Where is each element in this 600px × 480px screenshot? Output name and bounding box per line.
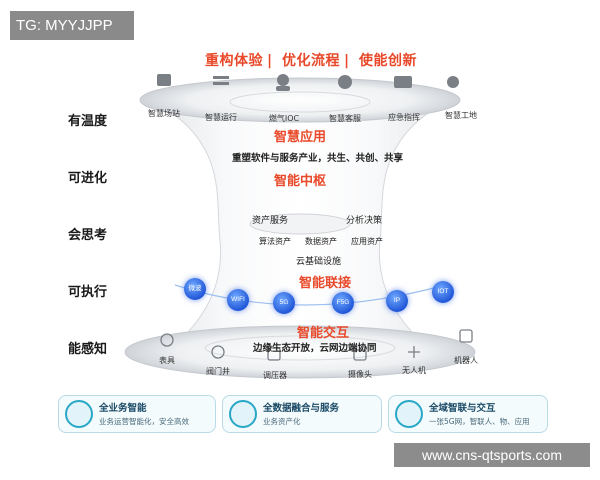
- node-wifi: WIFI: [227, 289, 249, 311]
- hub-layer-title: 智能中枢: [273, 174, 327, 189]
- card-smart-connect: 全域智联与交互 一张5G网，智联人、物、应用: [388, 395, 548, 433]
- slogan-3: 使能创新: [359, 53, 417, 69]
- card-title: 全业务智能: [99, 403, 147, 414]
- asset-service-label: 资产服务: [252, 216, 289, 226]
- command-icon-label: 应急指挥: [388, 113, 420, 122]
- node-ip: IP: [386, 290, 408, 312]
- side-label-perceive: 能感知: [68, 342, 108, 357]
- robot-icon-label: 机器人: [454, 356, 478, 365]
- station-icon-label: 智慧场站: [148, 109, 180, 118]
- side-label-execute: 可执行: [68, 285, 108, 300]
- watermark-url: www.cns-qtsports.com: [394, 443, 590, 467]
- network-icon: [395, 400, 423, 428]
- meter-icon-label: 表具: [159, 356, 175, 365]
- drone-icon-label: 无人机: [402, 366, 426, 375]
- card-title: 全域智联与交互: [429, 403, 496, 414]
- globe-icon: [65, 400, 93, 428]
- node-iot: IOT: [432, 281, 454, 303]
- node-microwave: 微波: [184, 278, 206, 300]
- card-data-fusion: 全数据融合与服务 业务资产化: [222, 395, 382, 433]
- card-subtitle: 一张5G网，智联人、物、应用: [429, 417, 530, 426]
- card-subtitle: 业务运营智能化，安全高效: [99, 417, 189, 426]
- side-label-evolve: 可进化: [68, 171, 108, 186]
- side-label-think: 会思考: [68, 228, 108, 243]
- data-asset-label: 数据资产: [305, 237, 337, 246]
- header-slogans: 重构体验| 优化流程| 使能创新: [205, 53, 417, 69]
- node-5g: 5G: [273, 292, 295, 314]
- source-tag: TG: MYYJJPP: [10, 11, 134, 40]
- infra-label: 云基础设施: [296, 257, 342, 267]
- data-icon: [229, 400, 257, 428]
- analysis-label: 分析决策: [346, 216, 383, 226]
- slogan-2: 优化流程: [282, 53, 340, 69]
- interact-layer-title: 智能交互: [296, 326, 350, 341]
- side-label-warm: 有温度: [68, 114, 108, 129]
- connect-layer-title: 智能联接: [298, 276, 352, 291]
- slogan-1: 重构体验: [205, 53, 263, 69]
- node-f5g: F5G: [332, 292, 354, 314]
- ioc-icon-label: 燃气IOC: [268, 114, 300, 123]
- card-subtitle: 业务资产化: [263, 417, 301, 426]
- app-layer-desc: 重塑软件与服务产业，共生、共创、共享: [232, 153, 404, 164]
- operation-icon-label: 智慧运行: [205, 113, 237, 122]
- app-layer-title: 智慧应用: [273, 130, 327, 145]
- algo-asset-label: 算法资产: [259, 237, 291, 246]
- regulator-icon-label: 调压器: [263, 371, 287, 380]
- valve-icon-label: 阀门井: [206, 367, 230, 376]
- site-icon-label: 智慧工地: [445, 111, 477, 120]
- service-icon-label: 智慧客服: [329, 114, 361, 123]
- camera-icon-label: 摄像头: [348, 370, 372, 379]
- interact-layer-desc: 边缘生态开放，云网边端协同: [253, 343, 377, 354]
- app-asset-label: 应用资产: [351, 237, 383, 246]
- card-full-business: 全业务智能 业务运营智能化，安全高效: [58, 395, 216, 433]
- card-title: 全数据融合与服务: [263, 403, 340, 414]
